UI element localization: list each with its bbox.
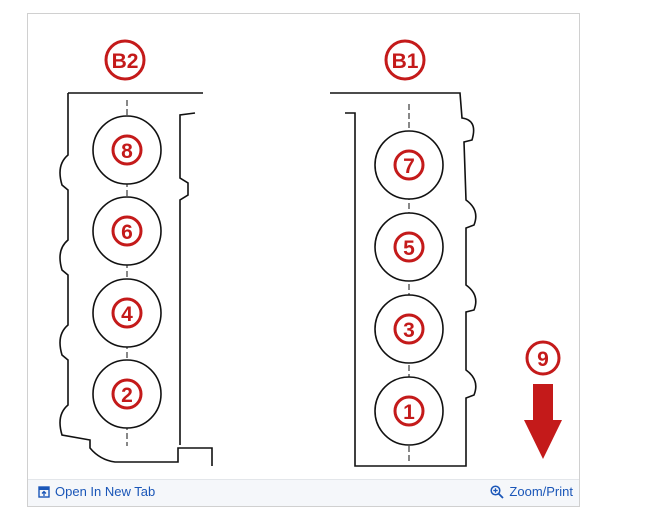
svg-text:5: 5 <box>403 237 415 260</box>
bank-b2-inner-wall <box>179 112 196 445</box>
cylinder-6: 6 <box>92 196 162 266</box>
image-footer-toolbar: Open In New Tab Zoom/Print <box>28 479 579 506</box>
cylinder-4: 4 <box>92 278 162 348</box>
svg-text:B1: B1 <box>392 50 419 73</box>
bank-b2-label: B2 <box>104 39 146 81</box>
svg-text:6: 6 <box>121 221 133 244</box>
arrow-down-icon <box>524 384 562 459</box>
cylinder-5: 5 <box>374 212 444 282</box>
zoom-in-icon <box>490 484 505 499</box>
front-marker-label: 9 <box>525 340 561 376</box>
svg-text:8: 8 <box>121 140 133 163</box>
cylinder-8: 8 <box>92 115 162 185</box>
cylinder-7: 7 <box>374 130 444 200</box>
zoom-print-link[interactable]: Zoom/Print <box>490 484 573 499</box>
svg-text:7: 7 <box>403 155 415 178</box>
svg-text:1: 1 <box>403 401 415 424</box>
open-in-new-tab-icon <box>38 485 50 498</box>
cylinder-1: 1 <box>374 376 444 446</box>
svg-text:3: 3 <box>403 319 415 342</box>
cylinder-2: 2 <box>92 359 162 429</box>
svg-text:4: 4 <box>121 303 133 326</box>
bank-b2-outline <box>59 92 213 466</box>
open-in-new-tab-label: Open In New Tab <box>55 484 156 499</box>
svg-text:B2: B2 <box>112 50 139 73</box>
zoom-print-label: Zoom/Print <box>509 484 573 499</box>
bank-b1-outline <box>330 92 477 467</box>
svg-text:2: 2 <box>121 384 133 407</box>
cylinder-3: 3 <box>374 294 444 364</box>
svg-text:9: 9 <box>537 348 549 371</box>
open-in-new-tab-link[interactable]: Open In New Tab <box>38 484 155 499</box>
bank-b1-label: B1 <box>384 39 426 81</box>
